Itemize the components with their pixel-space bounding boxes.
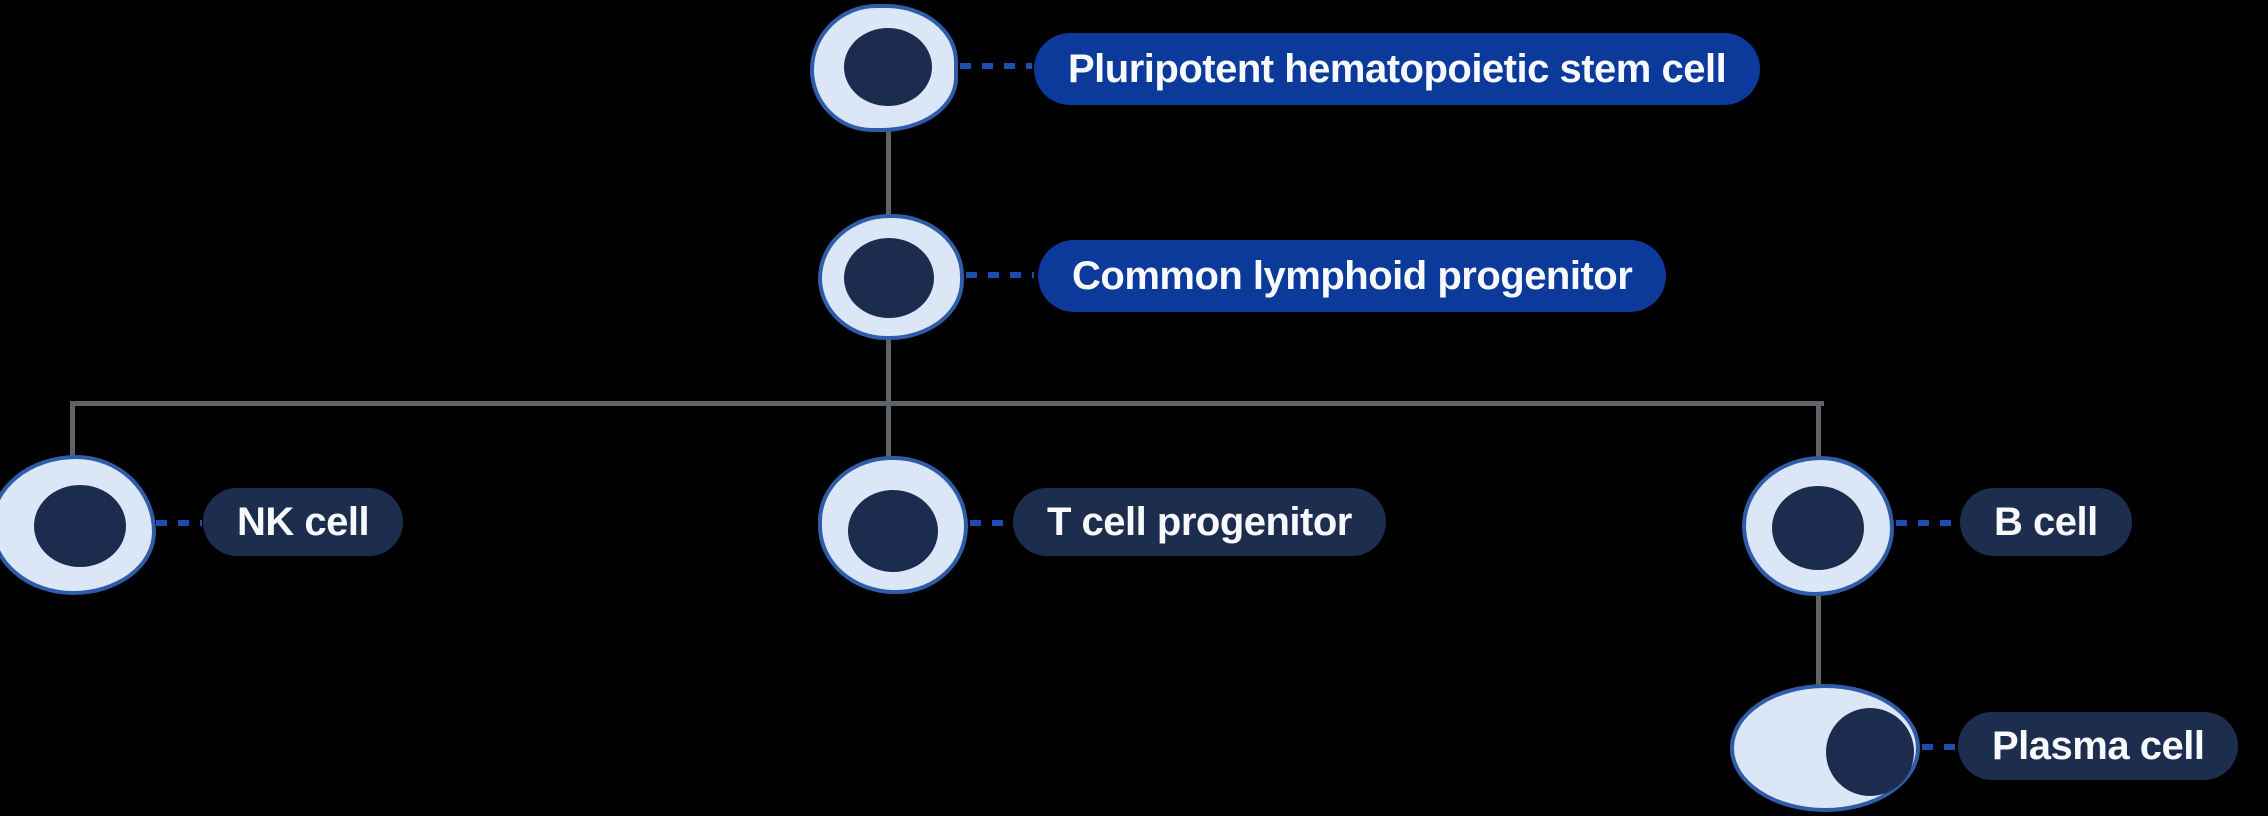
common-lymphoid-progenitor-icon <box>818 214 964 340</box>
b-cell-icon <box>1742 456 1894 596</box>
common-lymphoid-progenitor-nucleus-icon <box>844 238 934 318</box>
plasma-cell-leader-line <box>1922 744 1956 750</box>
nk-cell-label-text: NK cell <box>237 500 370 544</box>
common-lymphoid-progenitor-label-text: Common lymphoid progenitor <box>1072 254 1633 298</box>
b-cell-label: B cell <box>1960 488 2132 556</box>
nk-cell-leader-line <box>156 520 202 526</box>
common-lymphoid-progenitor-leader-line <box>966 272 1034 278</box>
tree-branch-horizontal <box>70 401 1824 406</box>
b-cell-leader-line <box>1896 520 1954 526</box>
nk-cell-nucleus-icon <box>34 485 126 567</box>
plasma-cell-label-text: Plasma cell <box>1992 724 2205 768</box>
nk-cell-icon <box>0 455 156 595</box>
stem-cell-label-text: Pluripotent hematopoietic stem cell <box>1068 47 1727 91</box>
stem-cell-nucleus-icon <box>844 28 932 106</box>
tree-edge-branch-to-bcell <box>1816 401 1821 461</box>
tree-edge-clp-to-tcell <box>886 336 891 460</box>
t-cell-progenitor-nucleus-icon <box>848 490 938 572</box>
stem-cell-leader-line <box>960 63 1032 69</box>
nk-cell-label: NK cell <box>203 488 404 556</box>
stem-cell-label: Pluripotent hematopoietic stem cell <box>1034 33 1761 105</box>
t-cell-progenitor-icon <box>818 456 968 594</box>
plasma-cell-label: Plasma cell <box>1958 712 2239 780</box>
b-cell-label-text: B cell <box>1994 500 2098 544</box>
plasma-cell-icon <box>1730 684 1920 812</box>
t-cell-progenitor-leader-line <box>970 520 1010 526</box>
b-cell-nucleus-icon <box>1772 486 1864 570</box>
tree-edge-stem-to-clp <box>886 126 891 220</box>
common-lymphoid-progenitor-label: Common lymphoid progenitor <box>1038 240 1667 312</box>
tree-edge-branch-to-nk <box>70 401 75 461</box>
t-cell-progenitor-label-text: T cell progenitor <box>1047 500 1352 544</box>
plasma-cell-nucleus-icon <box>1826 708 1914 796</box>
t-cell-progenitor-label: T cell progenitor <box>1013 488 1386 556</box>
tree-edge-bcell-to-plasma <box>1816 590 1821 688</box>
stem-cell-icon <box>810 4 958 132</box>
